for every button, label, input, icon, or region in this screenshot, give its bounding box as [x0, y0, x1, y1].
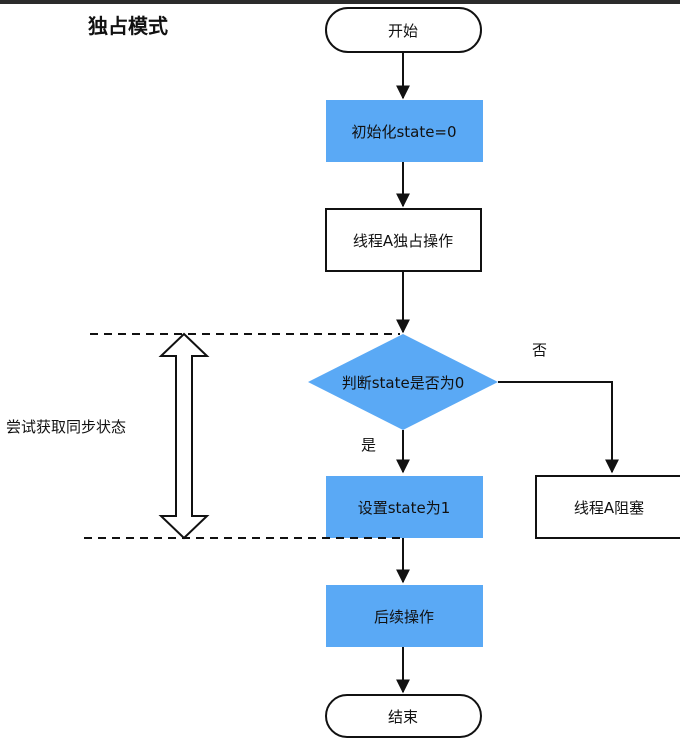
no-label: 否 — [532, 341, 547, 359]
thread-a-blocked-label: 线程A阻塞 — [574, 499, 644, 517]
diagram-title: 独占模式 — [88, 14, 168, 38]
yes-label: 是 — [361, 436, 376, 454]
thread-a-exclusive-box — [325, 208, 482, 272]
decision-diamond — [308, 334, 498, 430]
follow-up-box — [326, 585, 483, 647]
follow-up-label: 后续操作 — [374, 608, 434, 626]
end-label: 结束 — [388, 708, 418, 726]
set-state-box — [326, 476, 483, 538]
acquire-sync-state-label: 尝试获取同步状态 — [6, 418, 126, 436]
decision-label: 判断state是否为0 — [342, 374, 465, 392]
thread-a-exclusive-label: 线程A独占操作 — [353, 232, 453, 250]
init-state-label: 初始化state=0 — [351, 123, 456, 141]
thread-a-blocked-box — [535, 475, 680, 539]
start-label: 开始 — [388, 22, 418, 40]
set-state-label: 设置state为1 — [358, 499, 451, 517]
window-top-edge — [0, 0, 680, 4]
end-terminator — [325, 694, 482, 738]
init-state-box — [326, 100, 483, 162]
acquire-range-double-arrow — [158, 332, 210, 540]
arrow-no-branch — [498, 381, 619, 474]
